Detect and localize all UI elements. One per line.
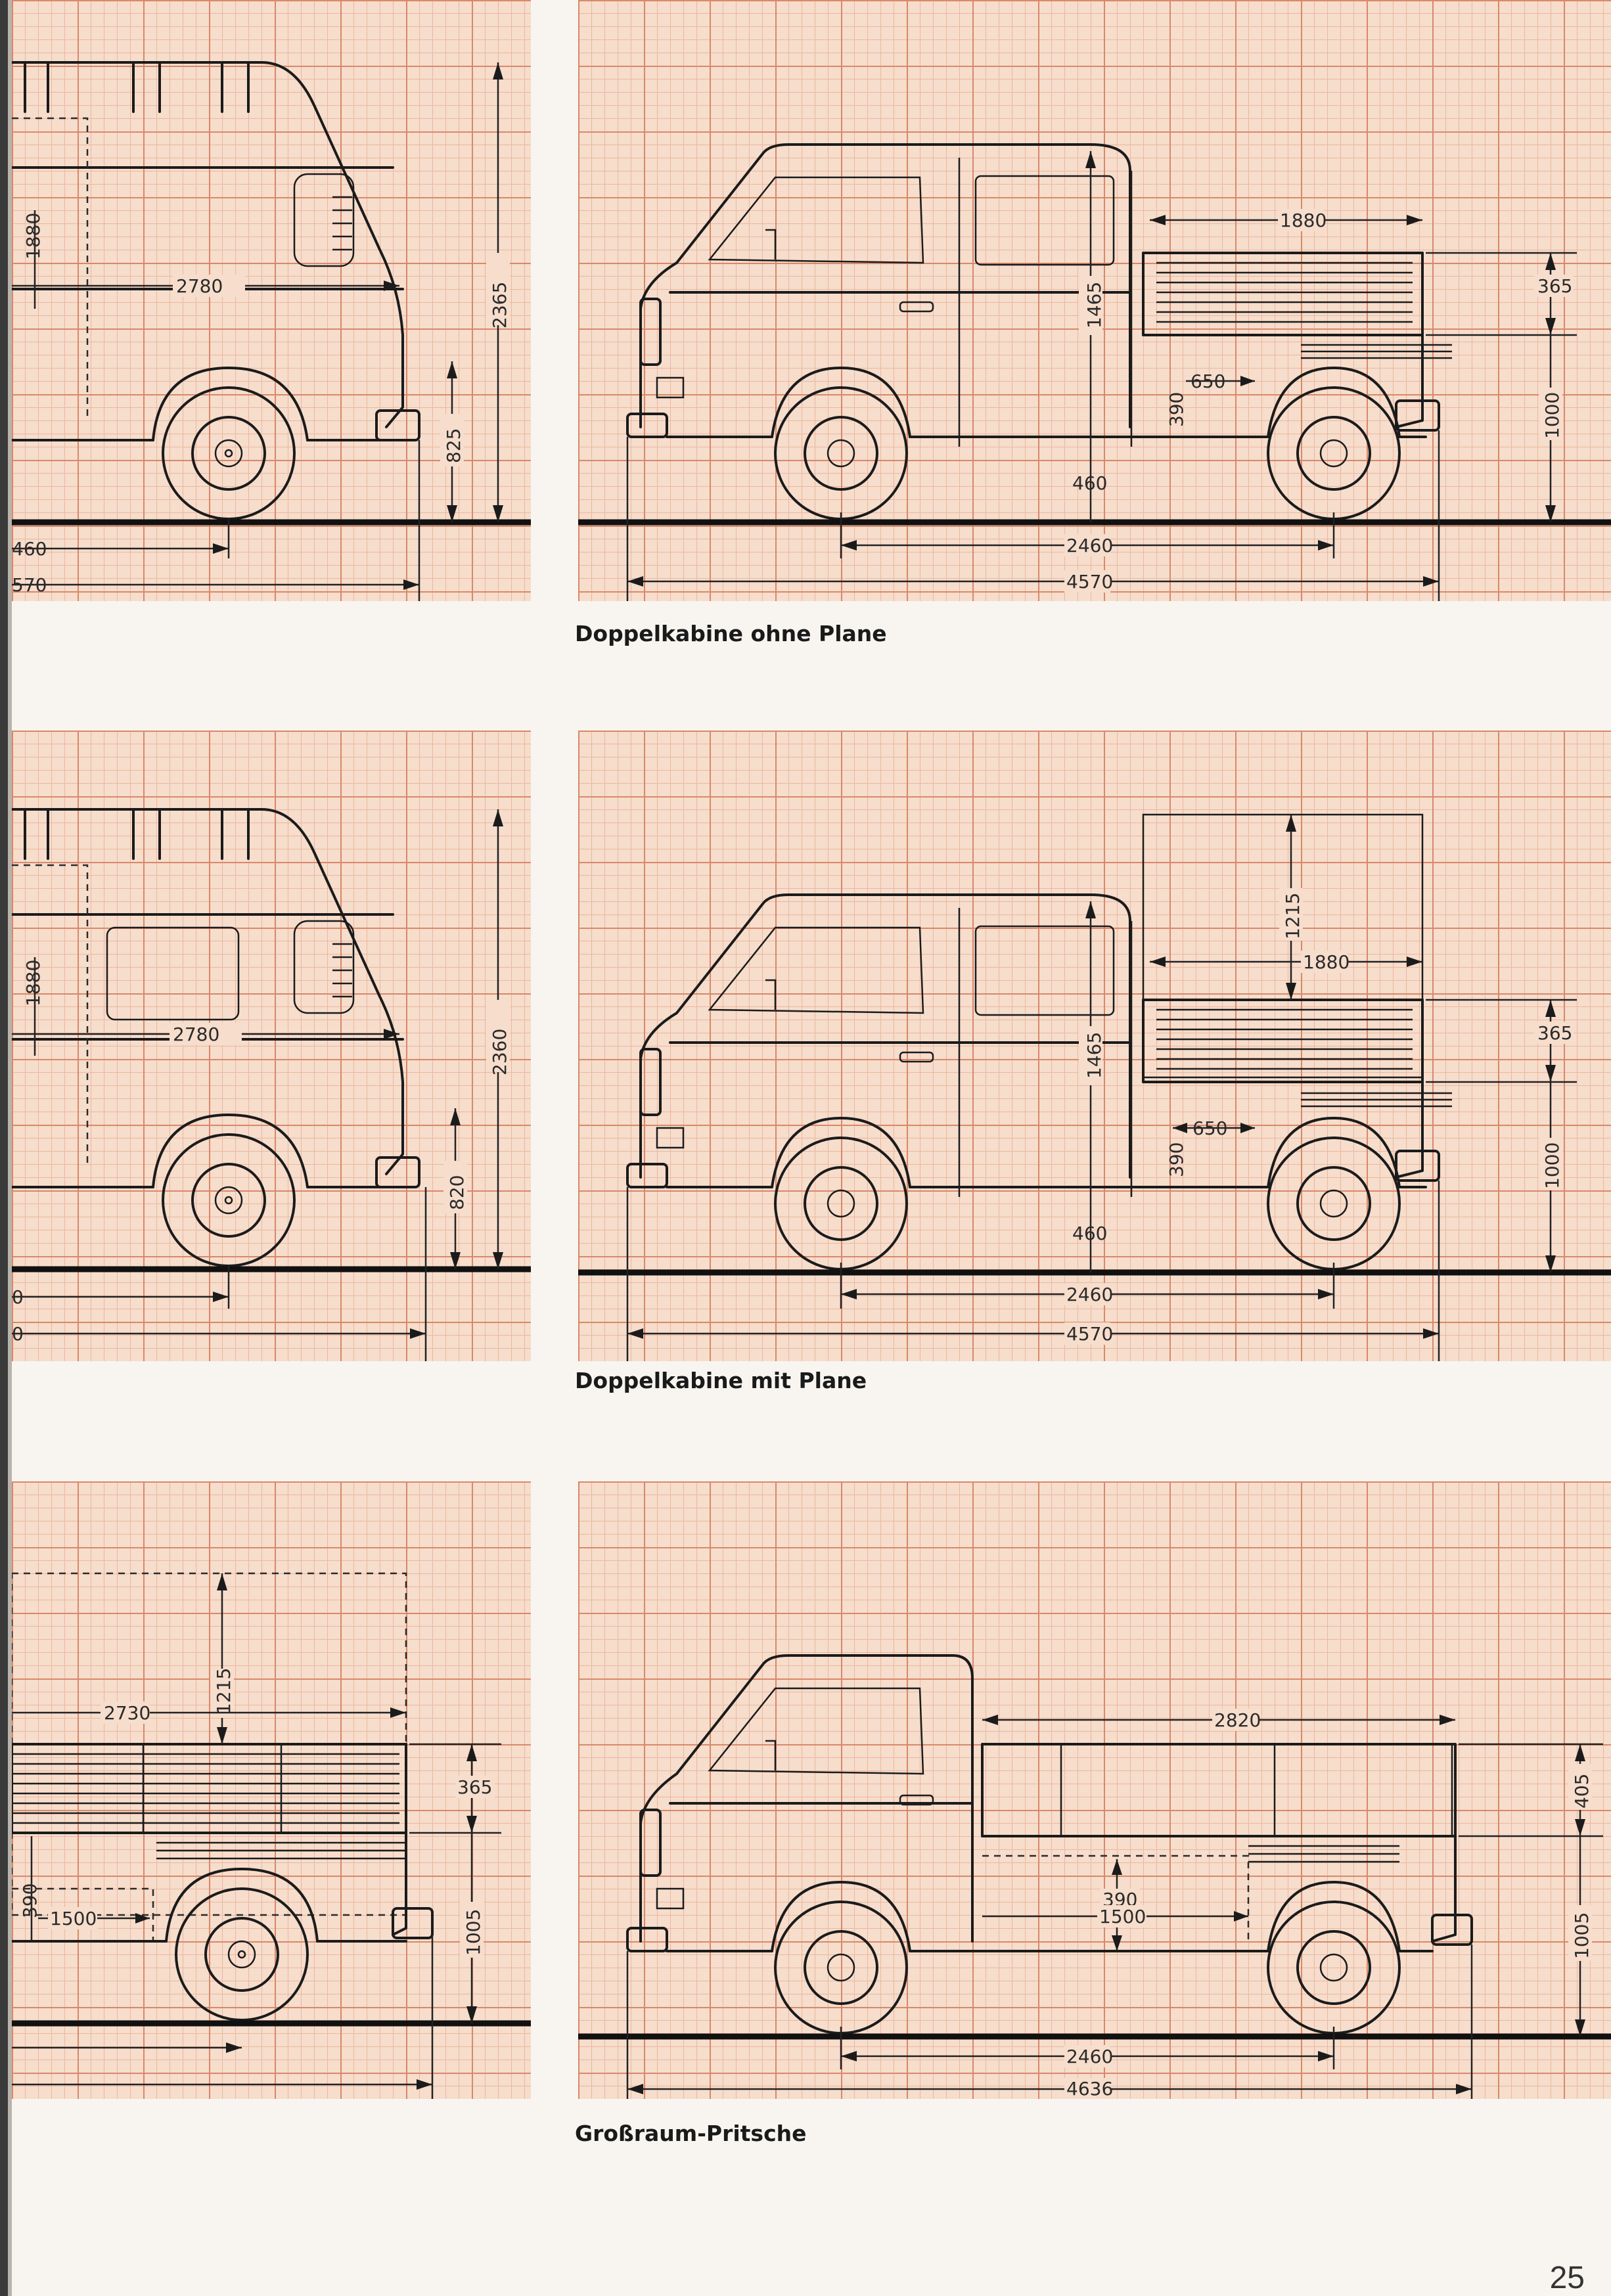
dim-locker-length: 650 <box>1192 1117 1227 1139</box>
dim-tarp-height: 1215 <box>213 1668 235 1715</box>
dim-cab-height: 1465 <box>1083 282 1105 328</box>
drawing-panel-row1-left: 2780 1880 2365 825 460 570 <box>12 0 531 601</box>
dim-bed-side-height: 365 <box>1537 1022 1572 1044</box>
dim-wheelbase: 2460 <box>1066 535 1113 556</box>
page-spine <box>0 0 8 2296</box>
dim-ground-clearance: 460 <box>1072 472 1107 494</box>
dim-overall-length: 4570 <box>1066 1323 1113 1345</box>
dim-inner-length: 2780 <box>176 275 223 297</box>
dim-locker-length: 1500 <box>50 1908 97 1929</box>
dim-wheelbase: 2460 <box>1066 2046 1113 2067</box>
dim-locker-length: 1500 <box>1099 1906 1146 1927</box>
dim-locker-height: 390 <box>19 1883 41 1918</box>
dim-wheelbase-partial: 460 <box>12 538 47 560</box>
dim-wheelbase: 2460 <box>1066 1284 1113 1305</box>
dim-tarp-height: 1215 <box>1282 893 1304 939</box>
page-number: 25 <box>1549 2261 1585 2295</box>
dim-length-partial: 0 <box>12 1323 24 1345</box>
dim-locker-length: 650 <box>1191 371 1225 392</box>
dim-bed-floor-height: 1000 <box>1541 392 1563 439</box>
dim-overall-length: 4570 <box>1066 571 1113 593</box>
dim-bed-length: 2820 <box>1214 1709 1261 1731</box>
caption-grossraum-pritsche: Großraum-Pritsche <box>575 2121 807 2146</box>
dim-length-partial: 570 <box>12 574 47 596</box>
dim-bed-length: 1880 <box>1280 210 1327 231</box>
double-cab-truck-drawing <box>626 143 1452 520</box>
dim-inner-length: 2780 <box>173 1024 219 1045</box>
dim-bed-side-height: 405 <box>1571 1774 1593 1809</box>
dim-side-height: 365 <box>457 1776 492 1798</box>
drawing-panel-row2-right: 1215 1880 1465 460 650 390 365 1000 <box>578 731 1611 1361</box>
dim-floor-height: 820 <box>446 1175 468 1210</box>
dim-floor-height: 1005 <box>463 1909 484 1956</box>
drawing-panel-row3-right: 2820 405 1005 390 1500 2460 <box>578 1481 1611 2099</box>
page-spine-edge <box>8 0 12 2296</box>
dim-height: 2365 <box>489 282 511 328</box>
double-cab-truck-drawing <box>626 893 1452 1271</box>
dim-floor-height: 825 <box>443 428 465 463</box>
dim-bed-length: 1880 <box>1303 951 1350 973</box>
caption-doppelkabine-ohne-plane: Doppelkabine ohne Plane <box>575 621 887 646</box>
dim-platform-length: 2730 <box>104 1702 150 1724</box>
drawing-panel-row2-left: 2780 1880 2360 820 0 0 <box>12 731 531 1361</box>
dim-cab-height: 1465 <box>1083 1032 1105 1079</box>
drawing-panel-row3-left: 1215 2730 365 1005 390 1500 <box>12 1481 531 2099</box>
dim-overall-length: 4636 <box>1066 2078 1113 2099</box>
dim-height: 2360 <box>489 1029 511 1075</box>
dim-bed-floor-height: 1005 <box>1571 1912 1593 1959</box>
dim-wheelbase-partial: 0 <box>12 1286 24 1308</box>
dim-door-height: 1880 <box>22 960 44 1006</box>
dim-ground-clearance: 460 <box>1072 1223 1107 1244</box>
dim-locker-height: 390 <box>1166 1142 1187 1177</box>
single-cab-pickup-drawing <box>626 1654 1473 2035</box>
dim-door-height: 1880 <box>22 213 44 259</box>
dim-bed-floor-height: 1000 <box>1541 1142 1563 1189</box>
dim-bed-side-height: 365 <box>1537 275 1572 297</box>
caption-doppelkabine-mit-plane: Doppelkabine mit Plane <box>575 1368 867 1393</box>
drawing-panel-row1-right: 1880 1465 460 650 390 365 1000 2460 <box>578 0 1611 601</box>
dim-locker-height: 390 <box>1166 392 1187 427</box>
